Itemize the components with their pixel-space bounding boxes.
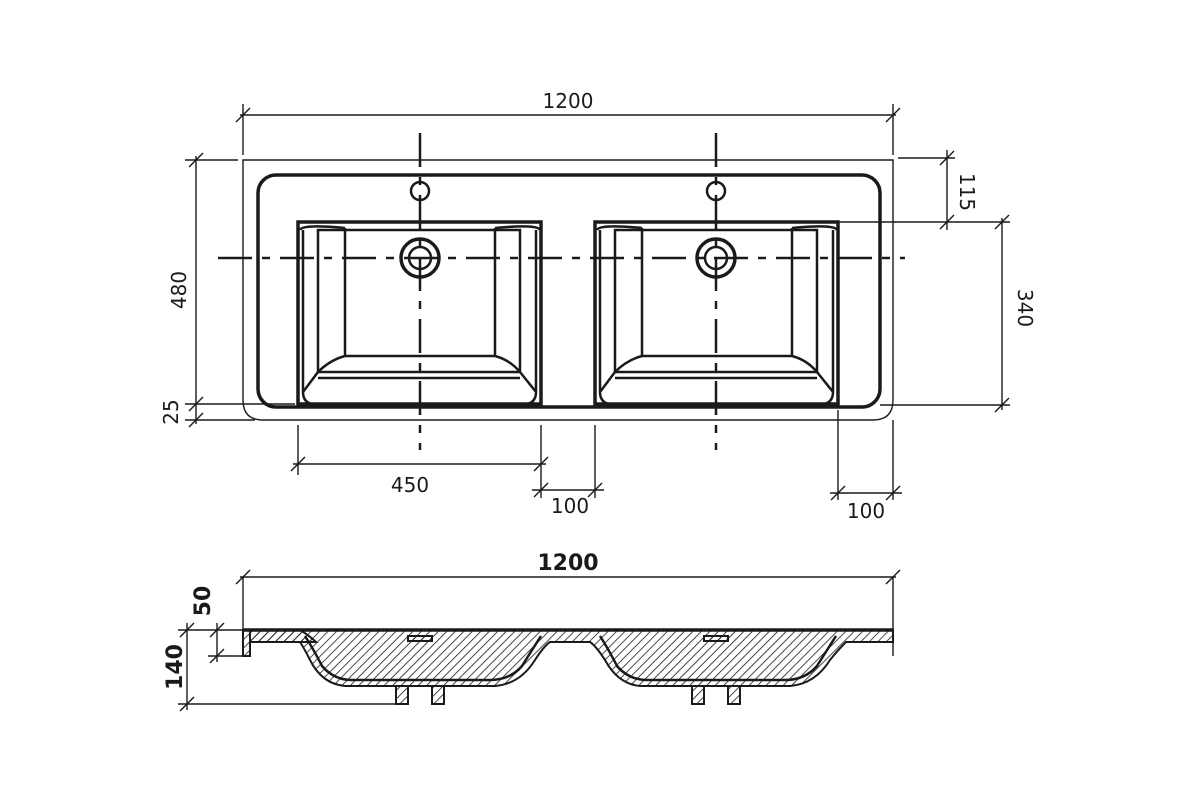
- left-drain-stub: [395, 685, 445, 705]
- basin-outer-outline: [242, 159, 894, 421]
- dimension-width-top: 1200: [235, 89, 901, 155]
- label-width-top: 1200: [543, 89, 594, 113]
- label-rim: 50: [191, 586, 216, 617]
- dimension-side-margin: 100: [830, 410, 902, 523]
- dimension-width-side: 1200: [235, 551, 901, 585]
- right-drain-stub: [691, 685, 741, 705]
- dimension-bowl-width: 450: [290, 425, 549, 497]
- label-height: 140: [163, 644, 188, 690]
- label-side-margin: 100: [847, 499, 885, 523]
- section-bowl-shell: [249, 629, 894, 687]
- dimension-bowl-depth: 340: [880, 214, 1037, 413]
- label-bowl-gap: 100: [551, 494, 589, 518]
- label-depth: 480: [167, 271, 191, 309]
- dimension-depth: 480: [167, 152, 295, 424]
- right-overflow-slot: [703, 635, 729, 642]
- dimension-rim: 50: [191, 586, 250, 664]
- label-bowl-width: 450: [391, 473, 429, 497]
- label-bowl-depth: 340: [1013, 289, 1037, 327]
- side-view: 1200 50 140: [163, 551, 901, 712]
- label-front-edge: 25: [159, 399, 183, 424]
- dimension-height: 140: [163, 622, 396, 712]
- left-overflow-slot: [407, 635, 433, 642]
- dimension-front-edge: 25: [159, 399, 255, 428]
- dimension-bowl-gap: 100: [532, 425, 604, 518]
- dimension-tap-offset: 115: [838, 150, 979, 230]
- label-tap-offset: 115: [955, 173, 979, 211]
- top-view: 1200 480 25 115: [159, 89, 1037, 523]
- label-width-side: 1200: [537, 551, 598, 576]
- basin-inner-rim: [256, 173, 882, 409]
